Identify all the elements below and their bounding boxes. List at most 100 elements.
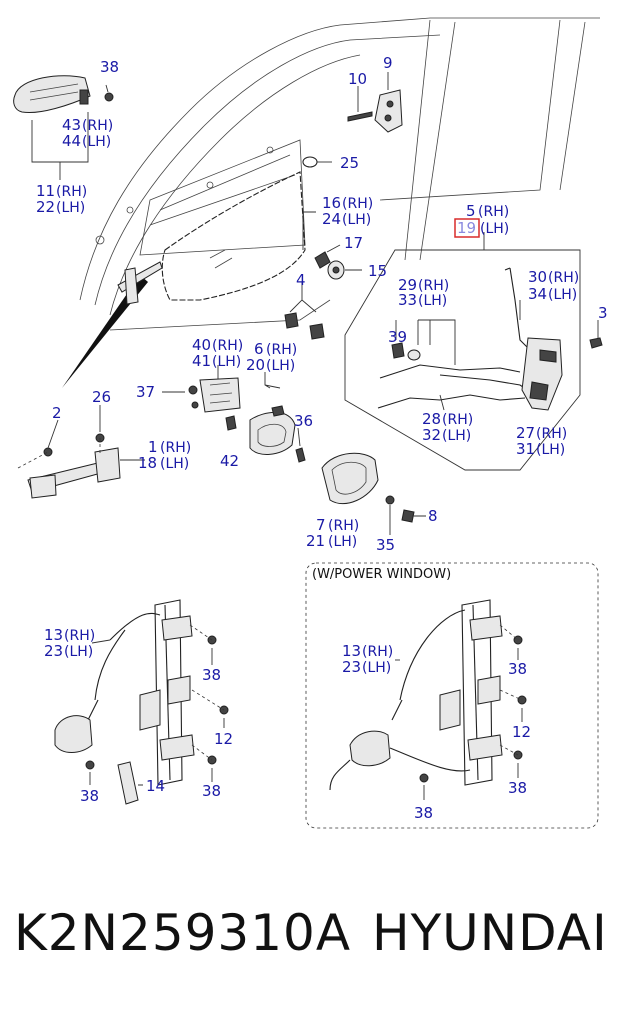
label-16-side: (RH) (342, 196, 373, 212)
grommet (302, 156, 318, 168)
label-38-manual-c: 38 (202, 782, 221, 800)
label-32-side: (LH) (442, 428, 471, 444)
label-44-side: (LH) (82, 134, 111, 150)
label-16: 16 (322, 194, 341, 212)
label-22-side: (LH) (56, 200, 85, 216)
label-6-side: (RH) (266, 342, 297, 358)
label-6: 6 (254, 340, 264, 358)
label-32: 32 (422, 426, 441, 444)
label-5: 5 (466, 202, 476, 220)
callout-labels: 38 43 (RH) 44 (LH) 11 (RH) 22 (LH) 10 9 … (36, 54, 608, 822)
label-38-power-c: 38 (508, 779, 527, 797)
label-5-side: (RH) (478, 204, 509, 220)
label-19-side: (LH) (480, 221, 509, 237)
label-31-side: (LH) (536, 442, 565, 458)
part-number: K2N259310A (14, 904, 352, 962)
label-11: 11 (36, 182, 55, 200)
label-4: 4 (296, 271, 306, 289)
label-12-power: 12 (512, 723, 531, 741)
label-1: 1 (148, 438, 158, 456)
label-26: 26 (92, 388, 111, 406)
label-43: 43 (62, 116, 81, 134)
label-13-manual: 13 (44, 626, 63, 644)
label-35: 35 (376, 536, 395, 554)
label-15: 15 (368, 262, 387, 280)
label-21-side: (LH) (328, 534, 357, 550)
label-29-side: (RH) (418, 278, 449, 294)
manual-regulator (54, 599, 229, 805)
highlight-19 (454, 218, 480, 238)
label-38-power-a: 38 (508, 660, 527, 678)
label-24-side: (LH) (342, 212, 371, 228)
label-3: 3 (598, 304, 608, 322)
label-42: 42 (220, 452, 239, 470)
label-30: 30 (528, 268, 547, 286)
door-trim-panel (161, 171, 306, 301)
label-36: 36 (294, 412, 313, 430)
label-31: 31 (516, 440, 535, 458)
label-17: 17 (344, 234, 363, 252)
label-37: 37 (136, 383, 155, 401)
label-27-side: (RH) (536, 426, 567, 442)
label-23-manual: 23 (44, 642, 63, 660)
label-8: 8 (428, 507, 438, 525)
label-20: 20 (246, 356, 265, 374)
label-2: 2 (52, 404, 62, 422)
power-regulator (329, 599, 527, 791)
label-14-manual: 14 (146, 777, 165, 795)
label-41: 41 (192, 352, 211, 370)
label-38-manual-a: 38 (202, 666, 221, 684)
label-24: 24 (322, 210, 341, 228)
label-7: 7 (316, 516, 326, 534)
door-parts-diagram: 38 43 (RH) 44 (LH) 11 (RH) 22 (LH) 10 9 … (13, 17, 608, 829)
label-23-manual-side: (LH) (64, 644, 93, 660)
label-29: 29 (398, 276, 417, 294)
label-40: 40 (192, 336, 211, 354)
label-13-manual-side: (RH) (64, 628, 95, 644)
label-39: 39 (388, 328, 407, 346)
door-latch-rod (117, 261, 163, 305)
label-30-side: (RH) (548, 270, 579, 286)
label-34: 34 (528, 285, 547, 303)
brand-name: HYUNDAI (372, 904, 608, 962)
label-40-side: (RH) (212, 338, 243, 354)
label-22: 22 (36, 198, 55, 216)
label-38: 38 (100, 58, 119, 76)
label-9: 9 (383, 54, 393, 72)
label-28: 28 (422, 410, 441, 428)
handle-bezel (321, 452, 415, 523)
label-34-side: (LH) (548, 287, 577, 303)
label-13-power-side: (RH) (362, 644, 393, 660)
label-33: 33 (398, 291, 417, 309)
label-20-side: (LH) (266, 358, 295, 374)
label-38-power-b: 38 (414, 804, 433, 822)
power-window-box (305, 562, 599, 829)
label-18-side: (LH) (160, 456, 189, 472)
hinge-assembly (188, 377, 241, 431)
label-19: 19 (457, 219, 476, 237)
door-check (27, 433, 121, 499)
label-13-power: 13 (342, 642, 361, 660)
outside-handle (13, 75, 114, 114)
label-41-side: (LH) (212, 354, 241, 370)
power-window-note: (W/POWER WINDOW) (312, 567, 451, 582)
label-28-side: (RH) (442, 412, 473, 428)
door-shell (79, 17, 600, 331)
label-10: 10 (348, 70, 367, 88)
door-hinge (347, 89, 403, 133)
latch-group-box (344, 249, 581, 471)
label-23-power-side: (LH) (362, 660, 391, 676)
label-12-manual: 12 (214, 730, 233, 748)
label-21: 21 (306, 532, 325, 550)
label-18: 18 (138, 454, 157, 472)
label-25: 25 (340, 154, 359, 172)
label-38-manual-b: 38 (80, 787, 99, 805)
label-43-side: (RH) (82, 118, 113, 134)
label-44: 44 (62, 132, 81, 150)
label-33-side: (LH) (418, 293, 447, 309)
label-7-side: (RH) (328, 518, 359, 534)
label-1-side: (RH) (160, 440, 191, 456)
label-27: 27 (516, 424, 535, 442)
label-11-side: (RH) (56, 184, 87, 200)
inside-handle (249, 405, 306, 463)
